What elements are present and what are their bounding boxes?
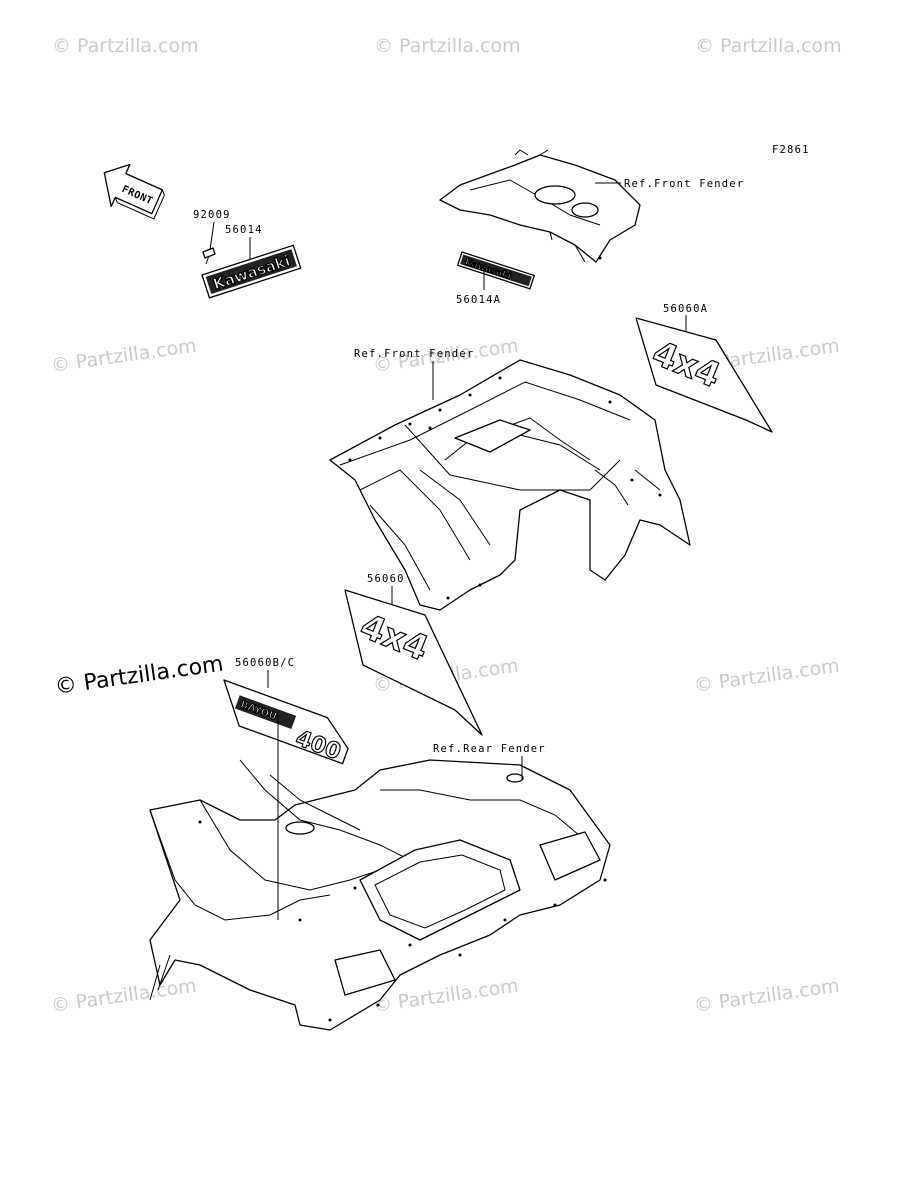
callout-56014a: 56014A [456, 294, 501, 306]
decal-56014a-kawasaki-small: Kawasaki [457, 251, 535, 290]
callout-ref-rear-fender: Ref.Rear Fender [433, 743, 546, 755]
figure-code: F2861 [772, 144, 810, 156]
watermark: © Partzilla.com [374, 35, 521, 57]
front-fender-top-reference [439, 149, 641, 263]
watermark: © Partzilla.com [50, 335, 198, 377]
callout-ref-front-fender-top: Ref.Front Fender [624, 178, 744, 190]
callout-56060: 56060 [367, 573, 405, 585]
fender-mounting-holes [348, 376, 662, 600]
watermark: © Partzilla.com [693, 655, 841, 697]
front-direction-arrow-icon: FRONT [103, 163, 165, 220]
decal-56060bc-bayou-400: BAYOU 400 [223, 679, 349, 766]
watermark: © Partzilla.com [50, 975, 198, 1017]
watermark-main: © Partzilla.com [53, 652, 225, 700]
callout-56060bc: 56060B/C [235, 657, 295, 669]
callout-56060a: 56060A [663, 303, 708, 315]
callout-ref-front-fender-mid: Ref.Front Fender [354, 348, 474, 360]
decal-56060a-4x4-front: 4x4 [635, 317, 773, 433]
front-fender-main-reference [329, 359, 691, 611]
watermark: © Partzilla.com [695, 35, 842, 57]
rear-fender-mounting-holes [198, 820, 607, 1022]
watermark: © Partzilla.com [693, 975, 841, 1017]
decal-56060-4x4-side: 4x4 [344, 589, 483, 736]
callout-56014: 56014 [225, 224, 263, 236]
decal-brand-large: Kawasaki [211, 252, 293, 294]
screw-92009-icon [202, 247, 216, 265]
watermark: © Partzilla.com [52, 35, 199, 57]
rear-fender-reference [149, 759, 611, 1031]
decal-56014-kawasaki-large: Kawasaki [201, 244, 302, 299]
callout-92009: 92009 [193, 209, 231, 221]
